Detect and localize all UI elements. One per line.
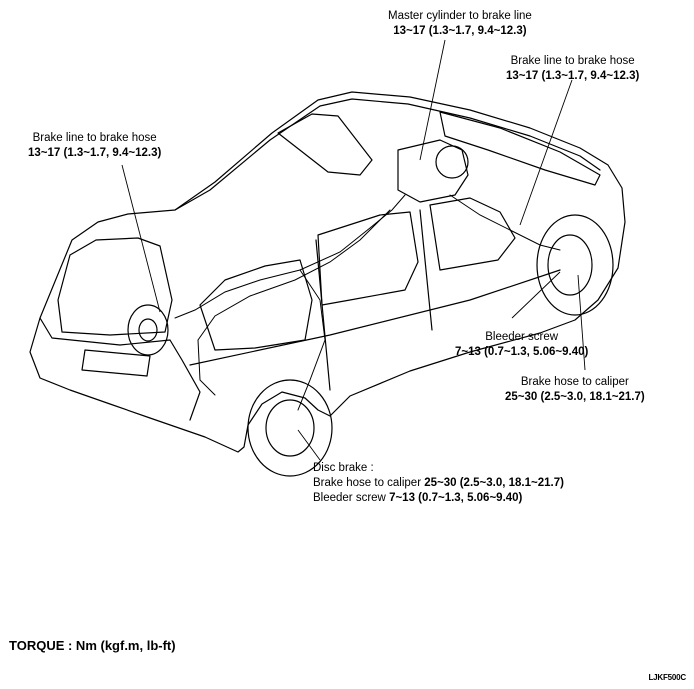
brake-line-under: [197, 209, 391, 396]
brake-line-front: [449, 194, 561, 251]
callout-hose-to-caliper: Brake hose to caliper 25~30 (2.5~3.0, 18…: [505, 375, 645, 405]
callout-hose-left: Brake line to brake hose 13~17 (1.3~1.7,…: [28, 131, 161, 161]
front-side-window: [429, 197, 516, 271]
rear-left-brake-hub: [138, 318, 158, 342]
leader-hose-to-caliper: [577, 274, 586, 371]
callout-bleeder-screw: Bleeder screw 7~13 (0.7~1.3, 5.06~9.40): [455, 330, 588, 360]
sunroof: [277, 113, 373, 176]
figure-code: LJKF500C: [648, 673, 686, 682]
brake-line-to-rear-right: [297, 269, 326, 411]
leader-disc-brake: [297, 429, 321, 461]
leader-hose-front-right: [519, 79, 573, 226]
callout-line-value: 7~13 (0.7~1.3, 5.06~9.40): [389, 492, 523, 504]
callout-title: Disc brake :: [313, 462, 374, 474]
leader-master-cylinder: [419, 39, 446, 161]
callout-hose-front-right: Brake line to brake hose 13~17 (1.3~1.7,…: [506, 54, 639, 84]
callout-title: Bleeder screw: [485, 331, 559, 343]
front-wheel: [536, 214, 614, 316]
rear-hatch: [39, 317, 201, 421]
callout-disc-brake: Disc brake : Brake hose to caliper 25~30…: [313, 461, 564, 506]
brake-booster: [435, 145, 469, 179]
callout-title: Brake hose to caliper: [520, 376, 629, 388]
callout-line-1: Brake hose to caliper 25~30 (2.5~3.0, 18…: [313, 476, 564, 491]
van-body-outline: [29, 91, 626, 453]
callout-value: 13~17 (1.3~1.7, 9.4~12.3): [28, 147, 162, 159]
callout-title: Master cylinder to brake line: [388, 10, 532, 22]
callout-line-2: Bleeder screw 7~13 (0.7~1.3, 5.06~9.40): [313, 491, 564, 506]
body-side-crease: [189, 269, 561, 366]
callout-line-value: 25~30 (2.5~3.0, 18.1~21.7): [424, 477, 564, 489]
callout-title: Brake line to brake hose: [510, 55, 635, 67]
middle-side-window: [317, 211, 419, 306]
rear-left-brake-disc: [127, 304, 169, 356]
rear-wheel: [247, 379, 333, 477]
master-cylinder: [397, 139, 469, 203]
windshield: [439, 111, 601, 186]
rear-side-window: [199, 259, 313, 351]
license-plate-recess: [81, 349, 151, 377]
sliding-door-line: [315, 239, 331, 391]
callout-value: 13~17 (1.3~1.7, 9.4~12.3): [393, 25, 527, 37]
leader-hose-left: [121, 164, 161, 313]
callout-value: 7~13 (0.7~1.3, 5.06~9.40): [455, 346, 589, 358]
leader-bleeder-screw: [511, 271, 561, 319]
rear-wheel-hub: [265, 399, 315, 457]
roof-line: [174, 98, 601, 211]
callout-line-label: Bleeder screw: [313, 492, 390, 504]
brake-line-main-rear: [174, 194, 406, 319]
callout-title: Brake line to brake hose: [32, 132, 157, 144]
callout-line-label: Brake hose to caliper: [313, 477, 425, 489]
callout-value: 13~17 (1.3~1.7, 9.4~12.3): [506, 70, 640, 82]
rear-window: [57, 237, 173, 336]
callout-master-cylinder: Master cylinder to brake line 13~17 (1.3…: [388, 9, 532, 39]
torque-units-legend: TORQUE : Nm (kgf.m, lb-ft): [9, 638, 176, 653]
callout-value: 25~30 (2.5~3.0, 18.1~21.7): [505, 391, 645, 403]
front-wheel-hub: [547, 234, 593, 296]
